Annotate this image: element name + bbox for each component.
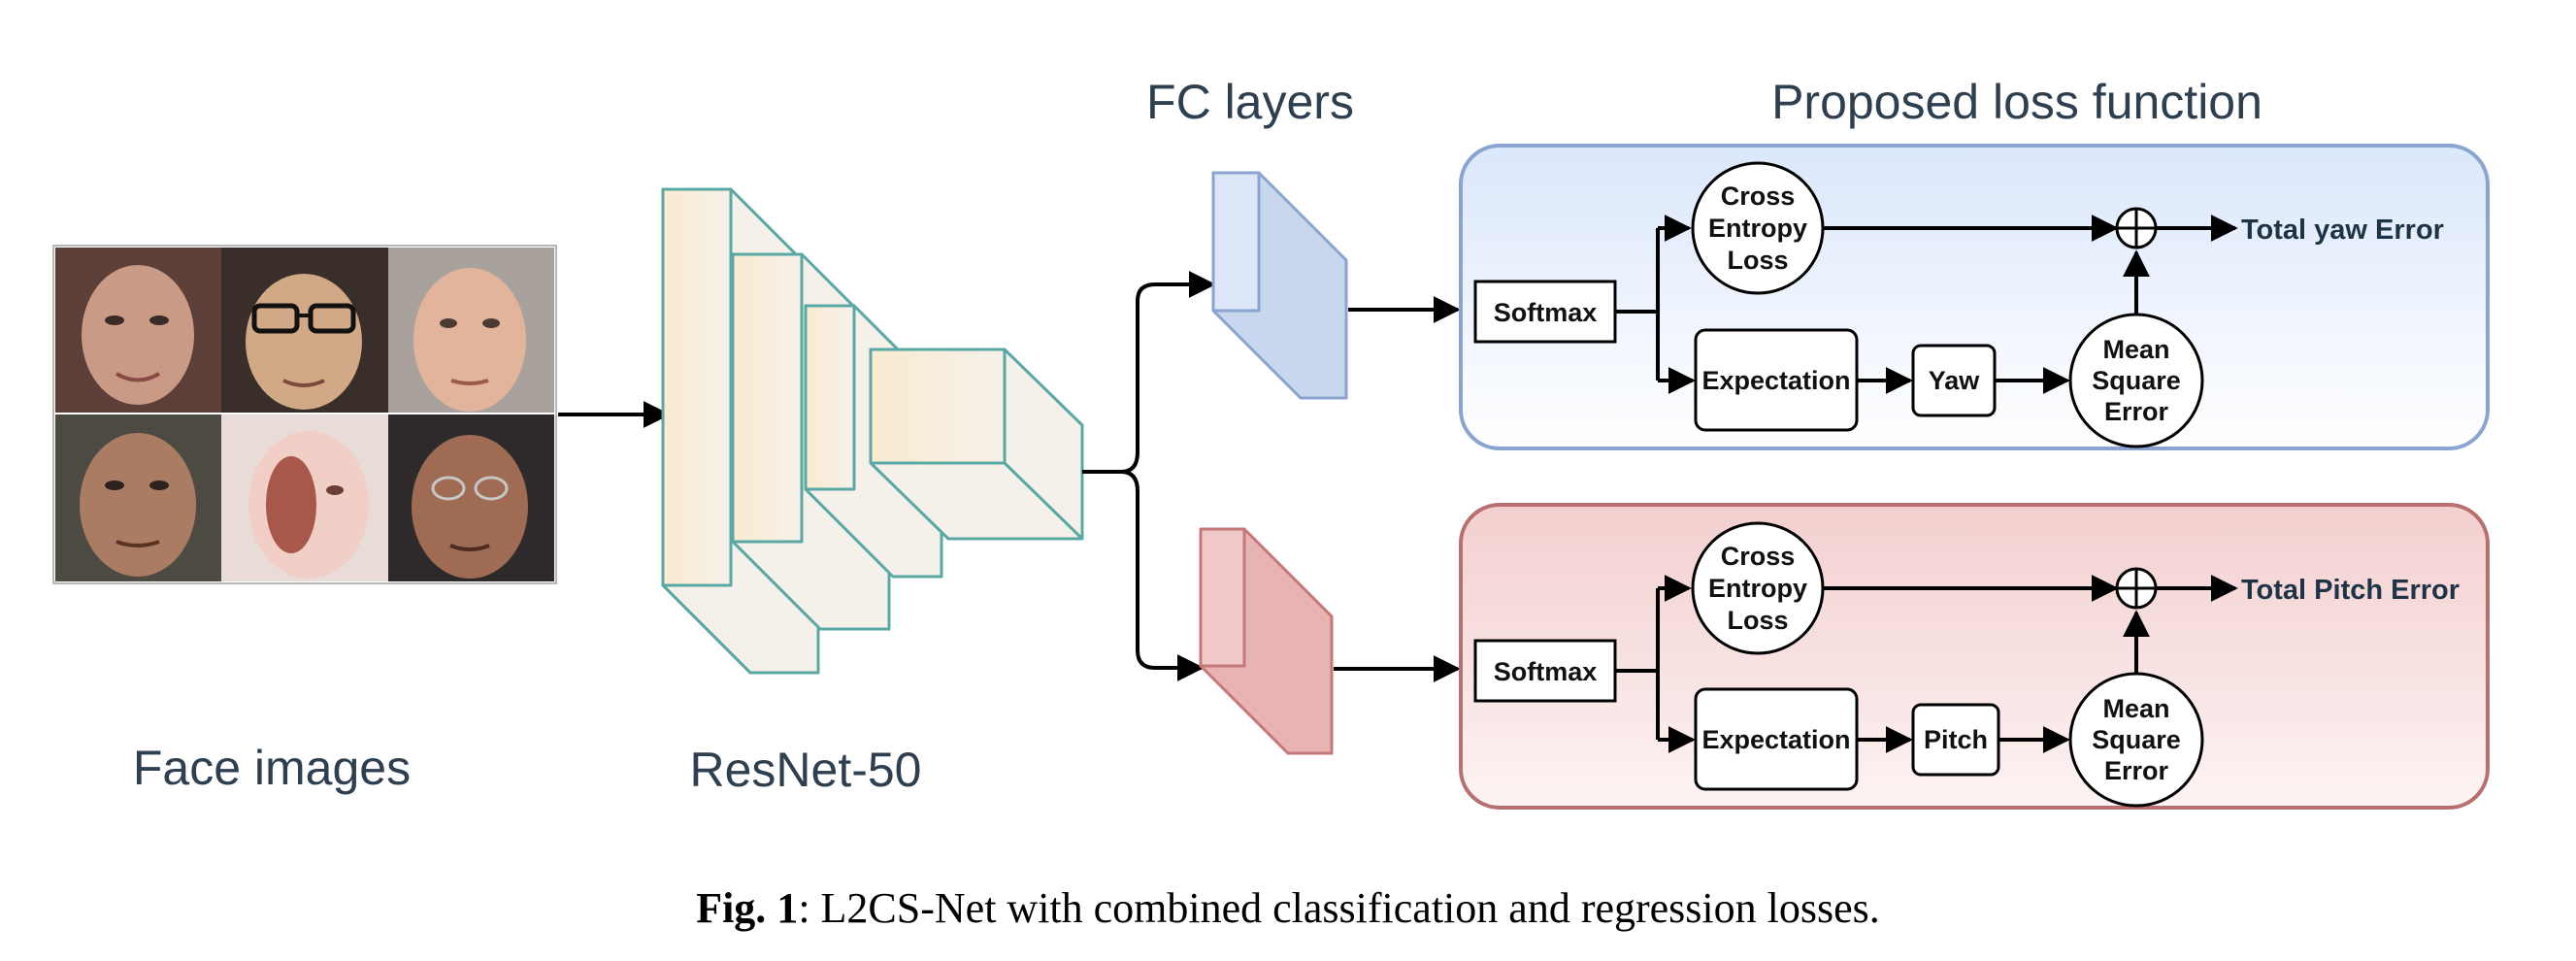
fc-layer-yaw [1211,171,1348,400]
yaw-expectation-label: Expectation [1701,366,1850,395]
yaw-output-label: Total yaw Error [2241,215,2444,246]
pitch-ce-line1: Cross [1721,542,1796,571]
pitch-sum-node [2115,567,2158,610]
yaw-ce-line3: Loss [1727,246,1788,275]
pitch-ce-line2: Entropy [1708,574,1807,603]
pitch-ce-line3: Loss [1727,606,1788,635]
resnet-backbone [661,187,1084,675]
pitch-loss-panel: Softmax Cross Entropy Loss Expectation P… [1459,503,2490,810]
yaw-angle-label: Yaw [1929,366,1981,395]
face-thumbnail [55,248,221,413]
yaw-mse-line3: Error [2104,397,2169,426]
yaw-loss-panel: Softmax Cross Entropy Loss Expectation Y… [1459,144,2490,450]
figure-caption-text: : L2CS-Net with combined classification … [798,884,1880,932]
figure-caption: Fig. 1: L2CS-Net with combined classific… [0,883,2576,933]
resnet-label: ResNet-50 [690,743,922,797]
pitch-expectation-label: Expectation [1701,725,1850,754]
yaw-sum-node [2115,207,2158,249]
yaw-mse-line1: Mean [2102,335,2169,364]
pitch-angle-label: Pitch [1924,725,1988,754]
pitch-softmax-label: Softmax [1494,657,1598,686]
face-images-label: Face images [133,741,411,795]
face-images-grid [52,245,557,584]
face-thumbnail [388,248,554,413]
pitch-mse-line2: Square [2092,725,2181,754]
yaw-mse-line2: Square [2092,366,2181,395]
fc-layers-label: FC layers [1146,75,1354,129]
yaw-softmax-label: Softmax [1494,298,1598,327]
pitch-output-label: Total Pitch Error [2241,575,2460,606]
yaw-ce-line1: Cross [1721,182,1796,211]
yaw-softmax-box [1473,280,1617,344]
fc-layer-pitch [1199,527,1334,755]
face-thumbnail [221,414,388,581]
face-thumbnail [221,248,388,413]
figure-number: Fig. 1 [696,884,799,932]
yaw-ce-line2: Entropy [1708,214,1807,243]
resnet-block-4 [869,348,1084,541]
branch-connector [1082,271,1216,681]
face-thumbnail [388,414,554,581]
face-thumbnail [55,414,221,581]
loss-function-label: Proposed loss function [1771,75,2262,129]
pitch-mse-line1: Mean [2102,694,2169,723]
pitch-mse-line3: Error [2104,756,2169,785]
